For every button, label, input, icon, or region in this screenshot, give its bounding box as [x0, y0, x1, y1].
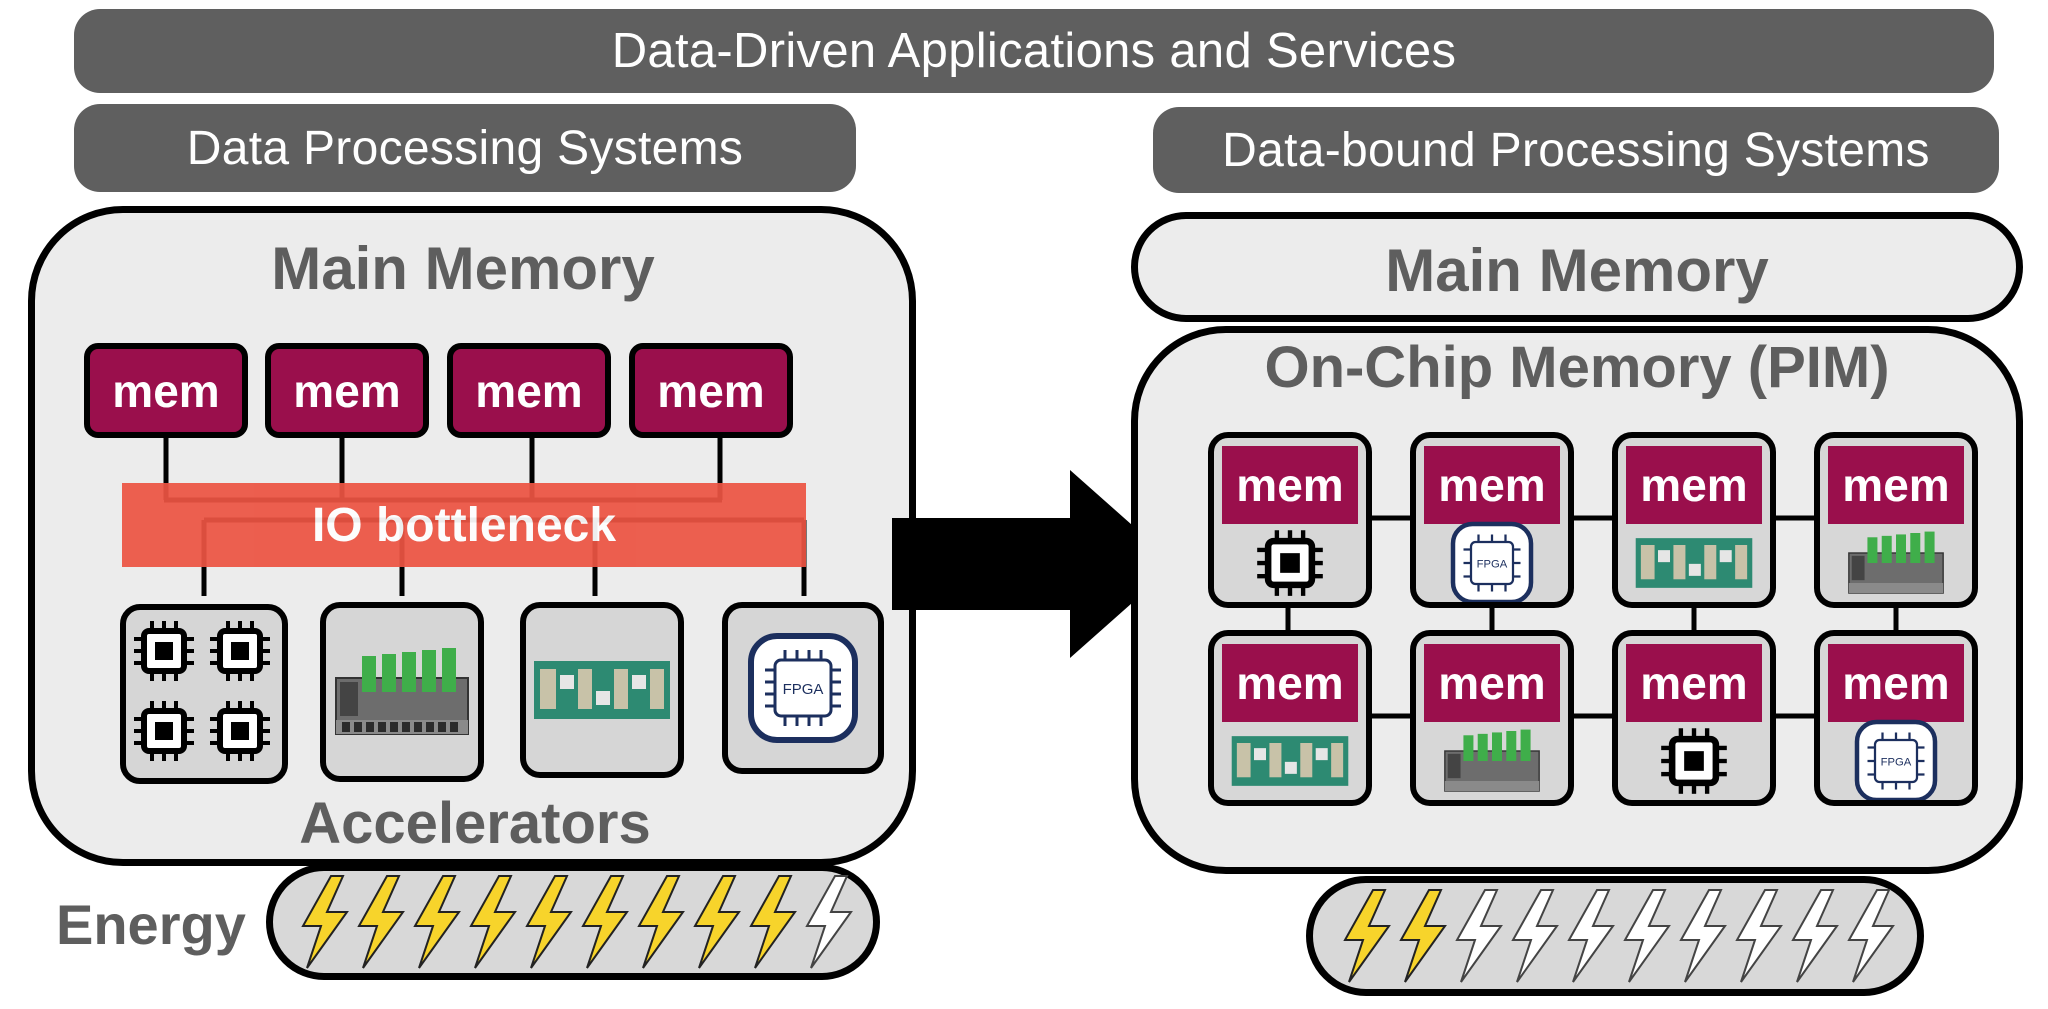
- transition-arrow: [892, 470, 1176, 658]
- io-bottleneck-label: IO bottleneck: [311, 498, 617, 552]
- left-energy-bar: [266, 864, 880, 980]
- pim-tile-1: mem: [1208, 432, 1372, 608]
- energy-bolt-filled-icon: [749, 875, 797, 969]
- left-energy-bolts: [301, 875, 853, 969]
- right-system-banner: Data-bound Processing Systems: [1153, 107, 1999, 193]
- energy-bolt-filled-icon: [693, 875, 741, 969]
- cpu-icon: [1661, 728, 1727, 794]
- pim-tile-4: mem: [1814, 432, 1978, 608]
- left-mem-chip-2: mem: [265, 343, 429, 438]
- right-energy-bar: [1306, 876, 1924, 996]
- accelerator-fpga: FPGA: [722, 602, 884, 774]
- pim-tile-mem-label: mem: [1222, 644, 1358, 722]
- server-icon: [335, 648, 469, 735]
- cpu-icon: [1257, 530, 1323, 596]
- energy-bolt-filled-icon: [301, 875, 349, 969]
- svg-text:FPGA: FPGA: [783, 681, 824, 698]
- energy-bolt-empty-icon: [1623, 889, 1671, 983]
- pim-tile-2: mem FPGA: [1410, 432, 1574, 608]
- left-system-title: Data Processing Systems: [186, 121, 744, 175]
- right-main-memory-panel: [1131, 212, 2023, 322]
- right-main-memory-label: Main Memory: [1385, 237, 1769, 304]
- pim-tile-6: mem: [1410, 630, 1574, 806]
- energy-bolt-filled-icon: [469, 875, 517, 969]
- pim-tile-mem-label: mem: [1828, 644, 1964, 722]
- circuit-board-icon: [1231, 736, 1349, 786]
- energy-bolt-filled-icon: [413, 875, 461, 969]
- fpga-icon: FPGA: [748, 633, 858, 743]
- pim-tile-mem-label: mem: [1626, 644, 1762, 722]
- svg-text:FPGA: FPGA: [1477, 559, 1508, 571]
- energy-bolt-empty-icon: [1791, 889, 1839, 983]
- left-mem-chip-1: mem: [84, 343, 248, 438]
- pim-tile-mem-label: mem: [1626, 446, 1762, 524]
- accelerators-label: Accelerators: [299, 791, 651, 856]
- accelerator-circuit-board: [520, 602, 684, 778]
- svg-text:FPGA: FPGA: [1881, 757, 1912, 769]
- energy-bolt-empty-icon: [1847, 889, 1895, 983]
- io-bottleneck-band: IO bottleneck: [122, 483, 806, 567]
- left-mem-chip-4: mem: [629, 343, 793, 438]
- right-energy-bolts: [1343, 889, 1895, 983]
- pim-tile-8: mem FPGA: [1814, 630, 1978, 806]
- server-icon: [1848, 531, 1944, 594]
- circuit-board-icon: [534, 661, 670, 719]
- energy-bolt-empty-icon: [1735, 889, 1783, 983]
- energy-label: Energy: [56, 893, 246, 956]
- left-system-banner: Data Processing Systems: [74, 104, 856, 192]
- energy-bolt-empty-icon: [1679, 889, 1727, 983]
- accelerator-server: [320, 602, 484, 782]
- applications-banner: Data-Driven Applications and Services: [74, 9, 1994, 93]
- pim-tile-5: mem: [1208, 630, 1372, 806]
- energy-bolt-empty-icon: [805, 875, 853, 969]
- energy-bolt-filled-icon: [1343, 889, 1391, 983]
- right-system-title: Data-bound Processing Systems: [1222, 123, 1930, 177]
- energy-bolt-filled-icon: [1399, 889, 1447, 983]
- left-mem-chip-3: mem: [447, 343, 611, 438]
- applications-title: Data-Driven Applications and Services: [611, 24, 1457, 78]
- pim-tile-mem-label: mem: [1424, 644, 1560, 722]
- circuit-board-icon: [1635, 538, 1753, 588]
- energy-bolt-filled-icon: [525, 875, 573, 969]
- server-icon: [1444, 729, 1540, 792]
- fpga-icon: FPGA: [1854, 719, 1938, 800]
- energy-bolt-filled-icon: [581, 875, 629, 969]
- on-chip-memory-label: On-Chip Memory (PIM): [1264, 335, 1890, 400]
- pim-tile-mem-label: mem: [1222, 446, 1358, 524]
- pim-tile-mem-label: mem: [1424, 446, 1560, 524]
- energy-bolt-filled-icon: [637, 875, 685, 969]
- energy-bolt-empty-icon: [1511, 889, 1559, 983]
- cpu-array-icon: [134, 619, 274, 769]
- fpga-icon: FPGA: [1450, 521, 1534, 602]
- pim-tile-3: mem: [1612, 432, 1776, 608]
- energy-bolt-empty-icon: [1455, 889, 1503, 983]
- accelerator-cpu-array: [120, 604, 288, 784]
- energy-bolt-filled-icon: [357, 875, 405, 969]
- pim-tile-7: mem: [1612, 630, 1776, 806]
- energy-bolt-empty-icon: [1567, 889, 1615, 983]
- left-main-memory-label: Main Memory: [271, 235, 655, 302]
- pim-tile-mem-label: mem: [1828, 446, 1964, 524]
